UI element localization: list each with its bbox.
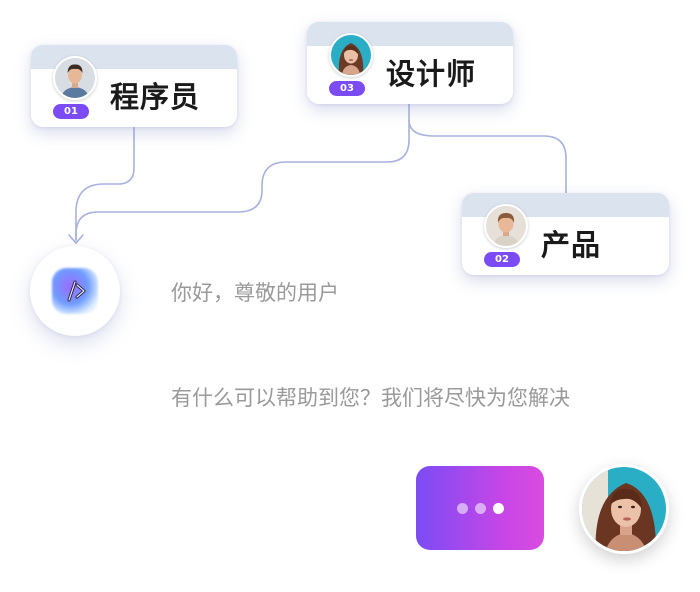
role-name: 产品 bbox=[541, 228, 602, 262]
typing-indicator-bubble bbox=[416, 466, 544, 550]
man-portrait-avatar bbox=[53, 56, 97, 100]
role-avatar-wrap: 02 bbox=[482, 204, 528, 268]
role-avatar-wrap: 03 bbox=[327, 33, 373, 97]
typing-dot bbox=[474, 502, 486, 514]
number-badge: 03 bbox=[329, 81, 365, 96]
role-name: 设计师 bbox=[386, 57, 477, 91]
code-slash-icon bbox=[67, 280, 86, 302]
role-name: 程序员 bbox=[110, 80, 201, 114]
typing-dot bbox=[456, 502, 468, 514]
role-card-designer[interactable]: 03 设计师 bbox=[307, 22, 513, 104]
typing-dot-active bbox=[492, 502, 504, 514]
connector-product bbox=[408, 119, 567, 194]
greeting-text: 你好，尊敬的用户 bbox=[171, 281, 339, 305]
role-card-programmer[interactable]: 01 程序员 bbox=[31, 45, 237, 127]
arrow-head-icon bbox=[68, 234, 84, 245]
role-card-product[interactable]: 02 产品 bbox=[462, 193, 669, 275]
number-badge: 01 bbox=[53, 104, 89, 119]
woman-portrait-avatar bbox=[579, 464, 669, 554]
number-badge: 02 bbox=[484, 252, 520, 267]
young-man-portrait-avatar bbox=[484, 204, 528, 248]
bot-glow bbox=[52, 268, 98, 314]
role-avatar-wrap: 01 bbox=[51, 56, 97, 120]
connector-programmer bbox=[75, 126, 135, 241]
bot-avatar bbox=[30, 246, 120, 336]
woman-portrait-avatar bbox=[329, 33, 373, 77]
help-message-text: 有什么可以帮助到您？我们将尽快为您解决 bbox=[171, 386, 570, 410]
